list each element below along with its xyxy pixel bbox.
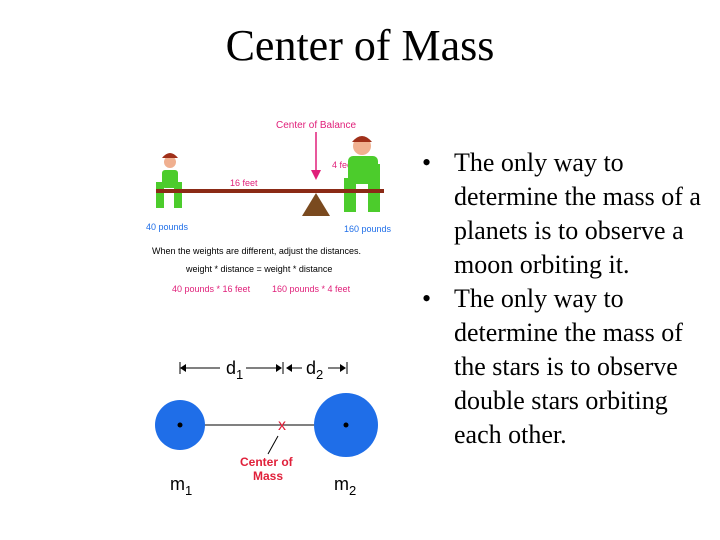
right-weight-label: 160 pounds — [344, 224, 392, 234]
center-of-mass-label: Center of Mass — [240, 455, 296, 483]
equation-text: weight * distance = weight * distance — [185, 264, 332, 274]
balance-arrow-head — [311, 170, 321, 180]
bullet-item: •The only way to determine the mass of t… — [422, 284, 683, 449]
slide-title: Center of Mass — [225, 21, 495, 70]
right-product-text: 160 pounds * 4 feet — [272, 284, 351, 294]
right-distance-label: 4 feet — [332, 160, 355, 170]
seesaw-diagram: Center of Balance 4 feet 16 feet 40 poun… — [146, 120, 392, 294]
seesaw-beam — [156, 189, 384, 193]
distance-d1-label: d1 — [226, 358, 243, 382]
mass-2-label: m2 — [334, 474, 356, 498]
left-distance-label: 16 feet — [230, 178, 258, 188]
fulcrum — [302, 193, 330, 216]
rule-text: When the weights are different, adjust t… — [152, 246, 361, 256]
left-product-text: 40 pounds * 16 feet — [172, 284, 251, 294]
small-child-figure — [156, 153, 182, 208]
bullet-list: •The only way to determine the mass of a… — [420, 146, 712, 452]
bullet-item: •The only way to determine the mass of a… — [422, 148, 701, 279]
mass-1-label: m1 — [170, 474, 192, 498]
center-marker: x — [278, 417, 286, 434]
left-weight-label: 40 pounds — [146, 222, 189, 232]
two-body-diagram: d1 d2 x Center of Mass m1 m2 — [155, 358, 378, 498]
large-adult-figure — [344, 136, 380, 212]
center-of-balance-label: Center of Balance — [276, 120, 356, 131]
distance-d2-label: d2 — [306, 358, 323, 382]
